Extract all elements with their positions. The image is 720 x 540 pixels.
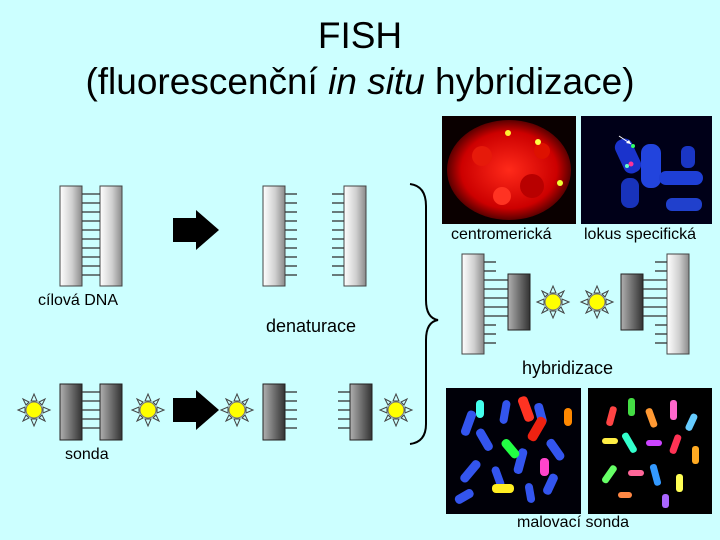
probe-strand-right (338, 383, 373, 441)
fluorophore-icon (378, 392, 414, 428)
centromeric-probe-photo (442, 116, 576, 224)
fluorophore-icon (130, 392, 166, 428)
fluorophore-icon (535, 284, 571, 320)
arrow-probe-denaturation (173, 390, 219, 430)
label-painting-probe: malovací sonda (517, 514, 630, 531)
painting-probe-photo-multicolor (588, 388, 712, 514)
label-hybridization: hybridizace (522, 358, 614, 378)
label-centromeric: centromerická (451, 226, 552, 243)
probe-strand-left (262, 383, 297, 441)
label-locus-specific: lokus specifická (584, 226, 697, 243)
locus-specific-probe-photo (581, 116, 712, 224)
label-denaturation: denaturace (266, 316, 357, 336)
hybrid-target-left (461, 253, 508, 355)
label-target-dna: cílová DNA (38, 292, 119, 309)
hybrid-target-right (643, 253, 690, 355)
label-probe: sonda (65, 446, 109, 463)
fluorophore-icon (579, 284, 615, 320)
bracket (409, 183, 439, 445)
fluorophore-icon (219, 392, 255, 428)
fluorophore-icon (16, 392, 52, 428)
denatured-strand-right (332, 185, 367, 287)
title-subtitle: (fluorescenční in situ hybridizace) (85, 61, 635, 102)
denatured-strand-left (262, 185, 297, 287)
probe-double-strand (59, 383, 123, 441)
hybrid-probe-left (507, 273, 531, 331)
title-fish: FISH (317, 15, 403, 56)
arrow-denaturation (173, 210, 219, 250)
hybrid-probe-right (620, 273, 644, 331)
target-dna-double-strand (59, 185, 123, 287)
painting-probe-photo-blue (446, 388, 581, 514)
